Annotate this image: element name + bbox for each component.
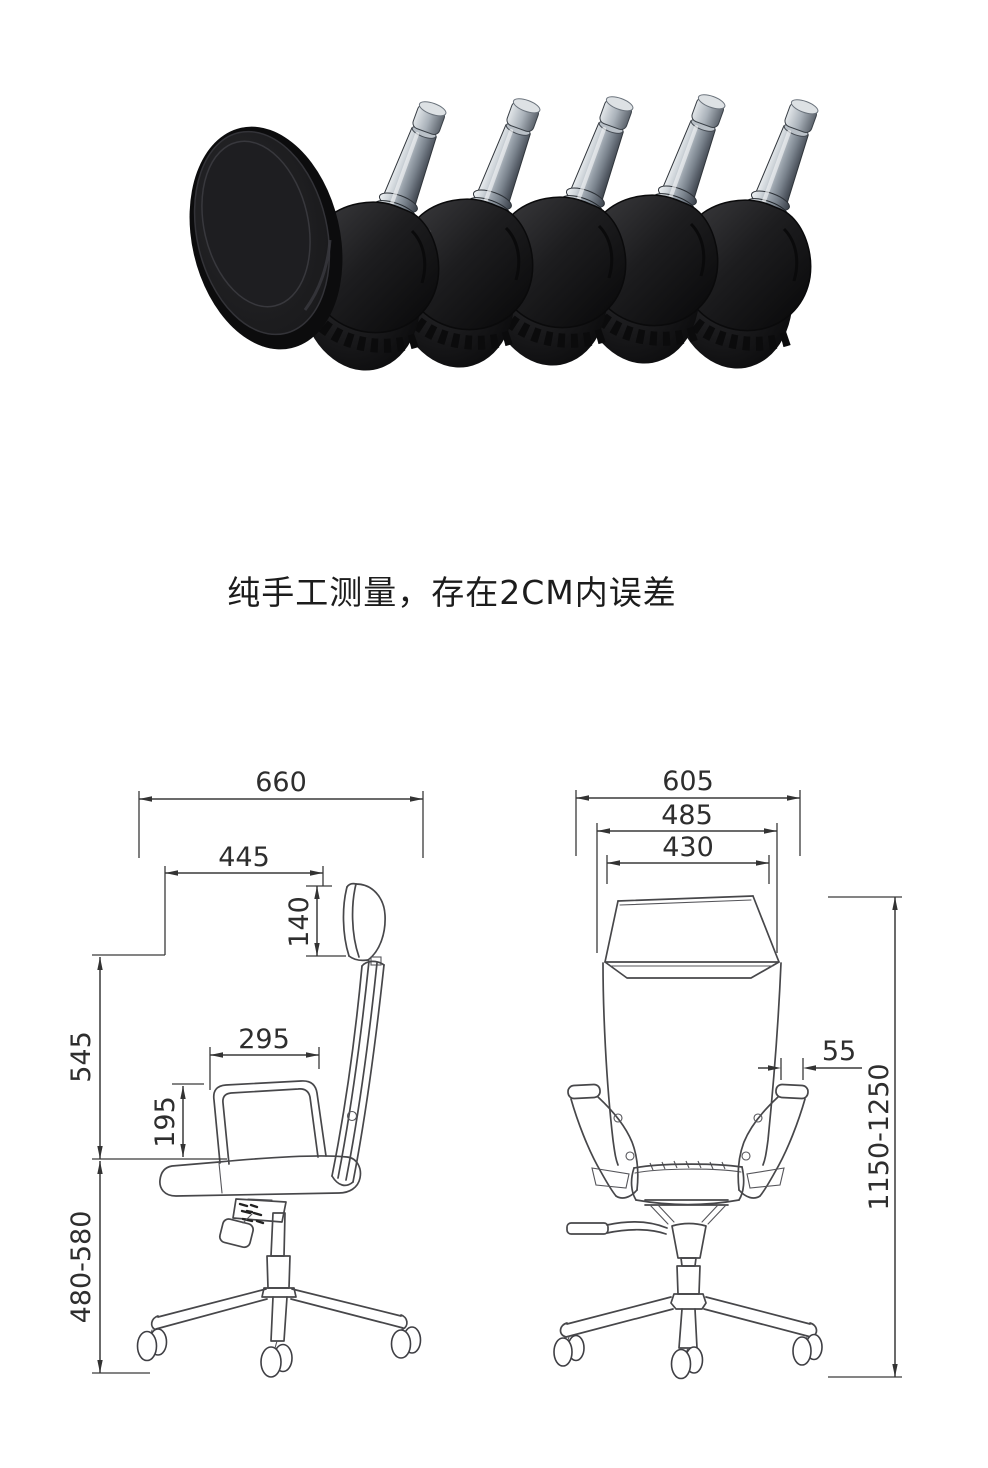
front-backrest <box>602 962 782 1171</box>
dim-headrest-height: 140 <box>284 885 346 957</box>
side-overall-depth-label: 660 <box>255 767 307 798</box>
side-backrest-height-label: 545 <box>66 1031 97 1083</box>
front-backrest-width-label: 485 <box>661 800 713 831</box>
casters-photo <box>189 0 988 470</box>
front-armrest-pad-width-label: 55 <box>822 1036 856 1067</box>
side-base <box>136 1288 422 1378</box>
front-armrest-left <box>567 1083 639 1199</box>
measurement-note: 纯手工测量，存在2CM内误差 <box>227 573 677 612</box>
side-armrest-height-label: 195 <box>150 1096 181 1148</box>
dim-upper-depth: 445 <box>164 842 324 955</box>
caster-wheel-disc <box>189 126 343 350</box>
side-headrest-height-label: 140 <box>284 896 315 948</box>
front-seat <box>630 1163 745 1206</box>
dim-seat-width: 430 <box>606 832 770 884</box>
dim-armrest-length: 295 <box>209 1024 320 1090</box>
dimension-diagrams: 660 445 140 <box>66 766 902 1380</box>
side-seat-height-label: 480-580 <box>66 1211 97 1324</box>
side-casters <box>136 1326 422 1378</box>
front-headrest <box>604 895 780 979</box>
side-backrest <box>331 960 385 1187</box>
dim-seat-height: 480-580 <box>66 1161 150 1374</box>
front-casters <box>553 1333 823 1380</box>
dim-overall-depth: 660 <box>138 767 424 858</box>
dim-backrest-width: 485 <box>596 800 778 953</box>
front-total-height-label: 1150-1250 <box>864 1063 895 1210</box>
front-base <box>553 1296 823 1380</box>
front-overall-width-label: 605 <box>662 766 714 797</box>
front-mechanism <box>566 1199 729 1310</box>
dim-total-height: 1150-1250 <box>828 896 902 1378</box>
dim-armrest-height: 195 <box>150 1083 204 1157</box>
dim-backrest-height: 545 <box>66 954 227 1160</box>
front-view-drawing: 605 485 430 <box>553 766 902 1380</box>
side-view-drawing: 660 445 140 <box>66 767 424 1378</box>
side-seat <box>159 1155 362 1201</box>
caster-group <box>189 89 827 380</box>
side-armrest <box>212 1080 327 1165</box>
dim-armrest-pad-width: 55 <box>758 1036 862 1080</box>
side-upper-depth-label: 445 <box>218 842 270 873</box>
front-armrest-right <box>737 1083 809 1199</box>
dim-overall-width: 605 <box>575 766 801 856</box>
side-armrest-length-label: 295 <box>238 1024 290 1055</box>
front-seat-width-label: 430 <box>662 832 714 863</box>
side-mechanism <box>218 1198 297 1298</box>
side-headrest <box>342 882 386 966</box>
